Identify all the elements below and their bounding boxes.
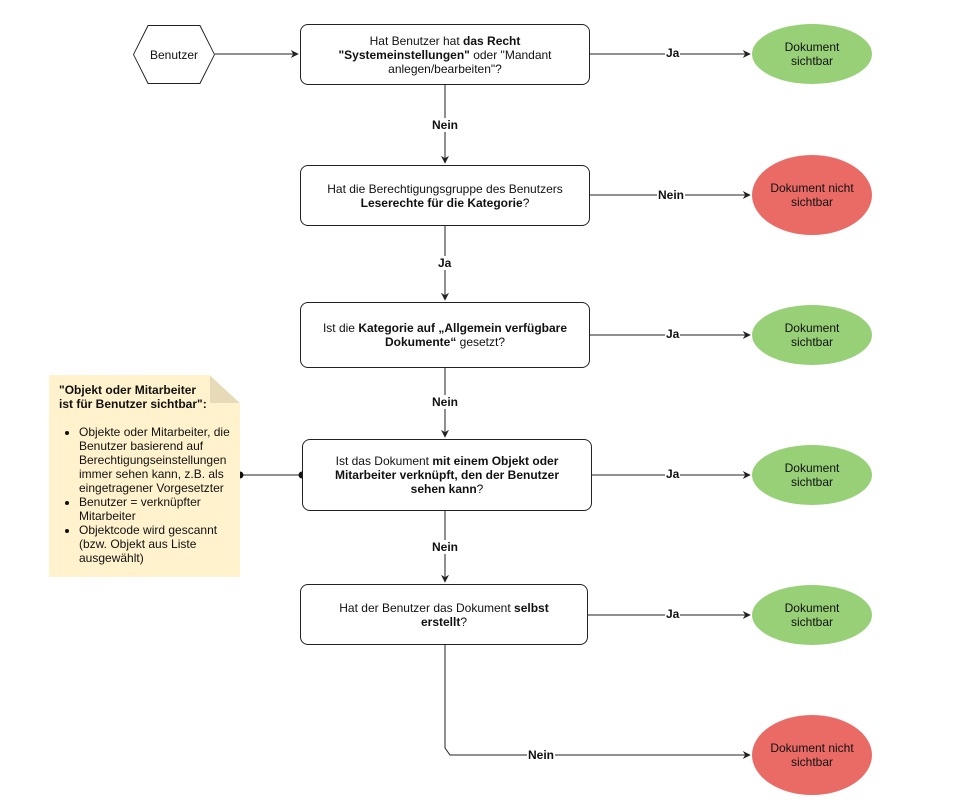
outcome-node-label: Dokument nicht sichtbar <box>770 741 854 769</box>
edge-label-ja: Ja <box>665 467 681 481</box>
outcome-node-label: Dokument nicht sichtbar <box>770 181 854 209</box>
outcome-node-not-visible-1: Dokument nicht sichtbar <box>752 155 872 235</box>
decision-node-text: Hat die Berechtigungsgruppe des Benutzer… <box>327 181 563 210</box>
note-bullet: Objekte oder Mitarbeiter, die Benutzer b… <box>79 425 230 495</box>
note-bullet: Objektcode wird gescannt (bzw. Objekt au… <box>79 523 230 565</box>
edge-label-ja: Ja <box>665 327 681 341</box>
start-node-label: Benutzer <box>149 47 199 62</box>
outcome-node-not-visible-2: Dokument nicht sichtbar <box>752 715 872 795</box>
edge-label-ja: Ja <box>665 607 681 621</box>
edge-label-nein: Nein <box>527 748 556 762</box>
outcome-node-label: Dokument sichtbar <box>784 461 840 489</box>
edge-label-nein: Nein <box>657 188 686 202</box>
decision-node-text: Ist das Dokument mit einem Objekt oder M… <box>334 454 560 496</box>
note-bullet: Benutzer = verknüpfter Mitarbeiter <box>79 495 230 523</box>
decision-node-text: Hat Benutzer hat das Recht "Systemeinste… <box>338 33 552 76</box>
outcome-node-visible-2: Dokument sichtbar <box>752 305 872 365</box>
edge-label-nein: Nein <box>431 395 460 409</box>
note-bullet-list: Objekte oder Mitarbeiter, die Benutzer b… <box>59 425 230 565</box>
decision-node-self-created: Hat der Benutzer das Dokument selbst ers… <box>300 584 588 645</box>
decision-node-category-read-rights: Hat die Berechtigungsgruppe des Benutzer… <box>300 165 590 226</box>
edge-label-nein: Nein <box>431 540 460 554</box>
decision-node-linked-object: Ist das Dokument mit einem Objekt oder M… <box>302 439 592 511</box>
outcome-node-visible-4: Dokument sichtbar <box>752 585 872 645</box>
outcome-node-label: Dokument sichtbar <box>784 40 840 68</box>
decision-node-text: Hat der Benutzer das Dokument selbst ers… <box>339 600 549 629</box>
arrow-decision-5-to-outcome-6 <box>444 645 751 759</box>
sticky-note-visibility-criteria: "Objekt oder Mitarbeiter ist für Benutze… <box>49 375 240 577</box>
outcome-node-visible-1: Dokument sichtbar <box>752 24 872 84</box>
outcome-node-label: Dokument sichtbar <box>784 321 840 349</box>
edge-label-ja: Ja <box>437 256 453 270</box>
edge-label-ja: Ja <box>665 46 681 60</box>
decision-node-general-category: Ist die Kategorie auf „Allgemein verfügb… <box>300 302 590 368</box>
outcome-node-label: Dokument sichtbar <box>784 601 840 629</box>
note-title: "Objekt oder Mitarbeiter ist für Benutze… <box>59 383 207 411</box>
start-node-benutzer: Benutzer <box>133 25 215 84</box>
decision-node-text: Ist die Kategorie auf „Allgemein verfügb… <box>322 321 568 349</box>
edge-label-nein: Nein <box>431 118 460 132</box>
decision-node-system-rights: Hat Benutzer hat das Recht "Systemeinste… <box>300 24 590 85</box>
outcome-node-visible-3: Dokument sichtbar <box>752 445 872 505</box>
